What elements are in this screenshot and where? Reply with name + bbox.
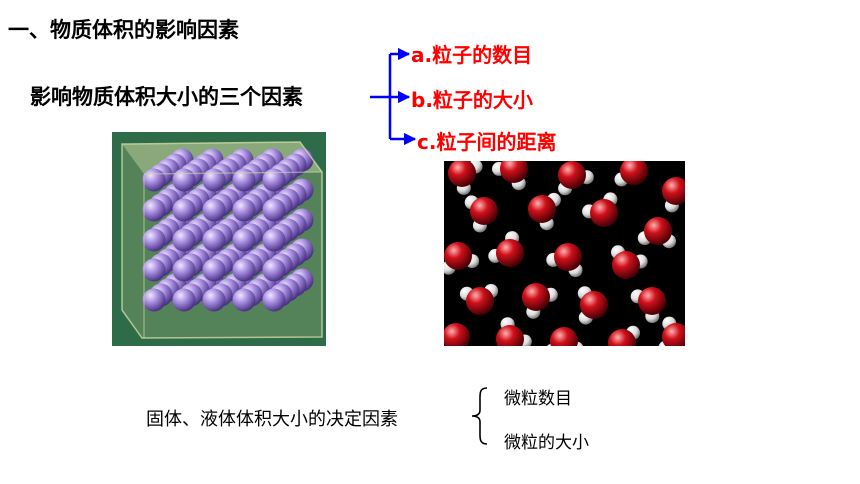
- water-molecule: [448, 161, 483, 195]
- water-molecule: [630, 287, 666, 323]
- particle-cube-image: [112, 132, 326, 346]
- particle-sphere: [202, 228, 226, 252]
- particle-sphere: [172, 168, 196, 192]
- decision-item-particle-size: 微粒的大小: [504, 433, 589, 453]
- particle-sphere: [142, 288, 166, 312]
- particle-sphere: [142, 258, 166, 282]
- particle-sphere: [172, 228, 196, 252]
- water-molecule: [577, 286, 608, 325]
- left-brace-icon: [471, 387, 488, 445]
- water-molecule: [611, 245, 648, 279]
- particle-sphere: [262, 258, 286, 282]
- water-molecule: [637, 217, 676, 249]
- decision-factors-label: 固体、液体体积大小的决定因素: [146, 409, 398, 430]
- branch-arrows: [370, 47, 417, 146]
- particle-sphere: [232, 198, 256, 222]
- particle-sphere: [172, 198, 196, 222]
- particle-sphere: [142, 228, 166, 252]
- water-molecule: [614, 161, 648, 187]
- particle-sphere: [202, 168, 226, 192]
- water-molecule: [492, 161, 528, 191]
- particle-sphere: [232, 258, 256, 282]
- water-molecule: [547, 327, 584, 346]
- particle-sphere: [142, 168, 166, 192]
- water-molecule: [546, 243, 583, 277]
- water-molecule: [496, 317, 532, 346]
- particle-sphere: [232, 288, 256, 312]
- water-molecule: [488, 231, 524, 267]
- water-molecule: [582, 192, 618, 227]
- particle-sphere: [262, 228, 286, 252]
- particle-sphere: [202, 258, 226, 282]
- particle-sphere: [172, 288, 196, 312]
- factor-c-label: c.粒子间的距离: [417, 130, 557, 154]
- water-molecule: [522, 283, 558, 319]
- section-title: 一、物质体积的影响因素: [8, 18, 239, 42]
- particle-sphere: [232, 168, 256, 192]
- particle-sphere: [202, 198, 226, 222]
- water-molecule: [464, 195, 498, 233]
- water-molecule: [528, 192, 561, 231]
- water-molecule: [658, 316, 685, 346]
- factor-b-label: b.粒子的大小: [411, 88, 533, 112]
- water-molecule: [459, 284, 499, 315]
- particle-sphere: [202, 288, 226, 312]
- decision-item-particle-count: 微粒数目: [504, 389, 572, 409]
- particle-sphere: [172, 258, 196, 282]
- particle-sphere: [262, 168, 286, 192]
- factor-a-label: a.粒子的数目: [411, 43, 533, 67]
- factors-heading: 影响物质体积大小的三个因素: [30, 85, 303, 109]
- water-molecules-image: [444, 161, 685, 346]
- water-molecule: [444, 242, 480, 275]
- water-molecule: [558, 161, 594, 196]
- water-molecule: [662, 177, 685, 213]
- particle-sphere: [262, 288, 286, 312]
- water-molecule: [444, 323, 470, 346]
- particle-sphere: [232, 228, 256, 252]
- particle-sphere: [262, 198, 286, 222]
- water-molecule: [608, 325, 640, 346]
- particle-sphere: [142, 198, 166, 222]
